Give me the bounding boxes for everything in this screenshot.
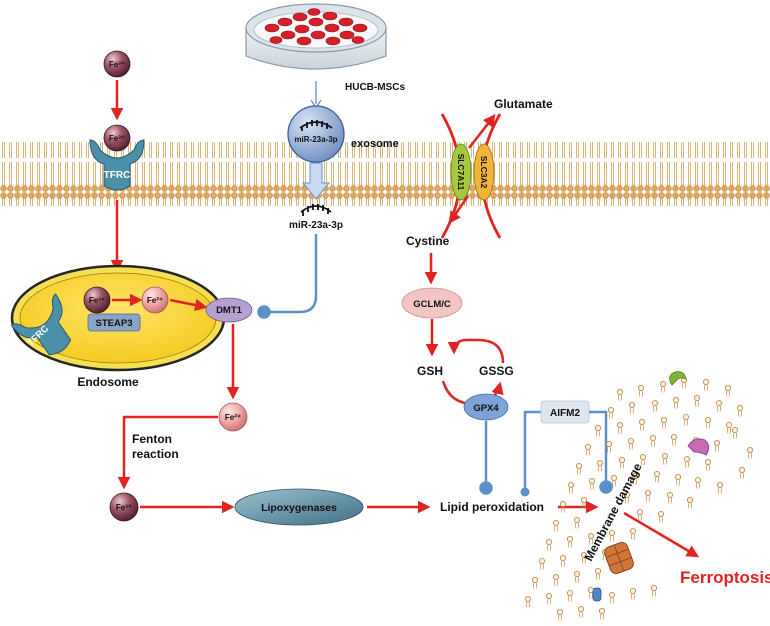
export-arrow	[169, 298, 208, 312]
fe3-endosome-ion	[83, 286, 111, 314]
fe3-bound-label: Fe³⁺	[109, 134, 125, 143]
tfrc-receptor-icon	[89, 139, 145, 191]
protein-green-icon	[669, 371, 687, 386]
steap3-label: STEAP3	[96, 318, 133, 329]
ferroptosis-label: Ferroptosis	[680, 568, 770, 587]
tfrc-membrane-label: TFRC	[104, 170, 131, 181]
glutamate-export-arrow	[468, 114, 496, 149]
gclm-c-label: GCLM/C	[413, 299, 451, 310]
aifm2-inhibits-peroxidation	[523, 410, 541, 490]
fusion-arrow	[301, 162, 331, 200]
gpx4-label: GPX4	[473, 403, 499, 414]
fe3-endosome-label: Fe³⁺	[89, 296, 105, 305]
fenton-label-line2: reaction	[132, 447, 179, 461]
steap3-box	[87, 313, 141, 332]
dmt1-transporter	[205, 297, 253, 323]
glutamate-label: Glutamate	[494, 97, 553, 111]
exosome-vesicle	[287, 105, 345, 163]
slc7a11-label: SLC7A11	[456, 154, 466, 191]
slc7a11-protein	[450, 143, 472, 201]
protein-purple-icon	[687, 438, 710, 456]
slc3a2-label: SLC3A2	[479, 156, 489, 189]
fe2-cytosol-ion	[218, 402, 248, 432]
fe3-outside-label: Fe³⁺	[109, 60, 125, 69]
slc3a2-protein	[473, 143, 495, 201]
cystine-import-arrow	[448, 195, 470, 225]
tfrc-endosome-icon	[10, 293, 72, 356]
hucb-mscs-label: HUCB-MSCs	[345, 82, 405, 93]
lipid-peroxidation-label: Lipid peroxidation	[440, 500, 544, 514]
fe3-ion-bound	[103, 124, 131, 152]
mirna-cytosol-label: miR-23a-3p	[289, 220, 343, 231]
ferroptosis-arrow	[623, 511, 700, 558]
fe2-cytosol-label: Fe²⁺	[225, 413, 241, 422]
gsh-label: GSH	[417, 364, 443, 378]
fe2-endosome-label: Fe²⁺	[147, 296, 163, 305]
mirna-inhibits-dmt1	[257, 234, 318, 319]
fe3-cytosol-ion	[109, 492, 139, 522]
aifm2-label: AIFM2	[550, 408, 580, 419]
fe2-endosome-ion	[141, 286, 169, 314]
protein-orange-icon	[604, 541, 634, 575]
gssg-label: GSSG	[479, 364, 514, 378]
petri-dish-icon	[245, 3, 387, 70]
fenton-label-line1: Fenton	[132, 432, 172, 446]
endosome-label: Endosome	[77, 375, 139, 389]
gpx4-enzyme	[463, 393, 509, 421]
exosome-label: exosome	[351, 138, 399, 150]
lipoxygenases-enzyme	[234, 488, 364, 526]
mirna-icon	[299, 120, 333, 131]
dmt1-label: DMT1	[216, 305, 243, 316]
fe3-ion-outside	[103, 50, 131, 78]
gssg-to-gsh-arrow	[447, 338, 505, 364]
gclm-c-enzyme	[401, 287, 463, 319]
protein-blue-icon	[592, 587, 602, 602]
cystine-label: Cystine	[406, 234, 450, 248]
fenton-arrow	[117, 415, 218, 490]
aifm2-inhibits-membrane-damage	[589, 410, 613, 494]
fe3-cytosol-label: Fe³⁺	[116, 503, 132, 512]
lipoxygenases-label: Lipoxygenases	[261, 502, 337, 514]
exosome-mirna-label: miR-23a-3p	[294, 135, 337, 144]
mirna-cytosol-icon	[300, 204, 332, 216]
